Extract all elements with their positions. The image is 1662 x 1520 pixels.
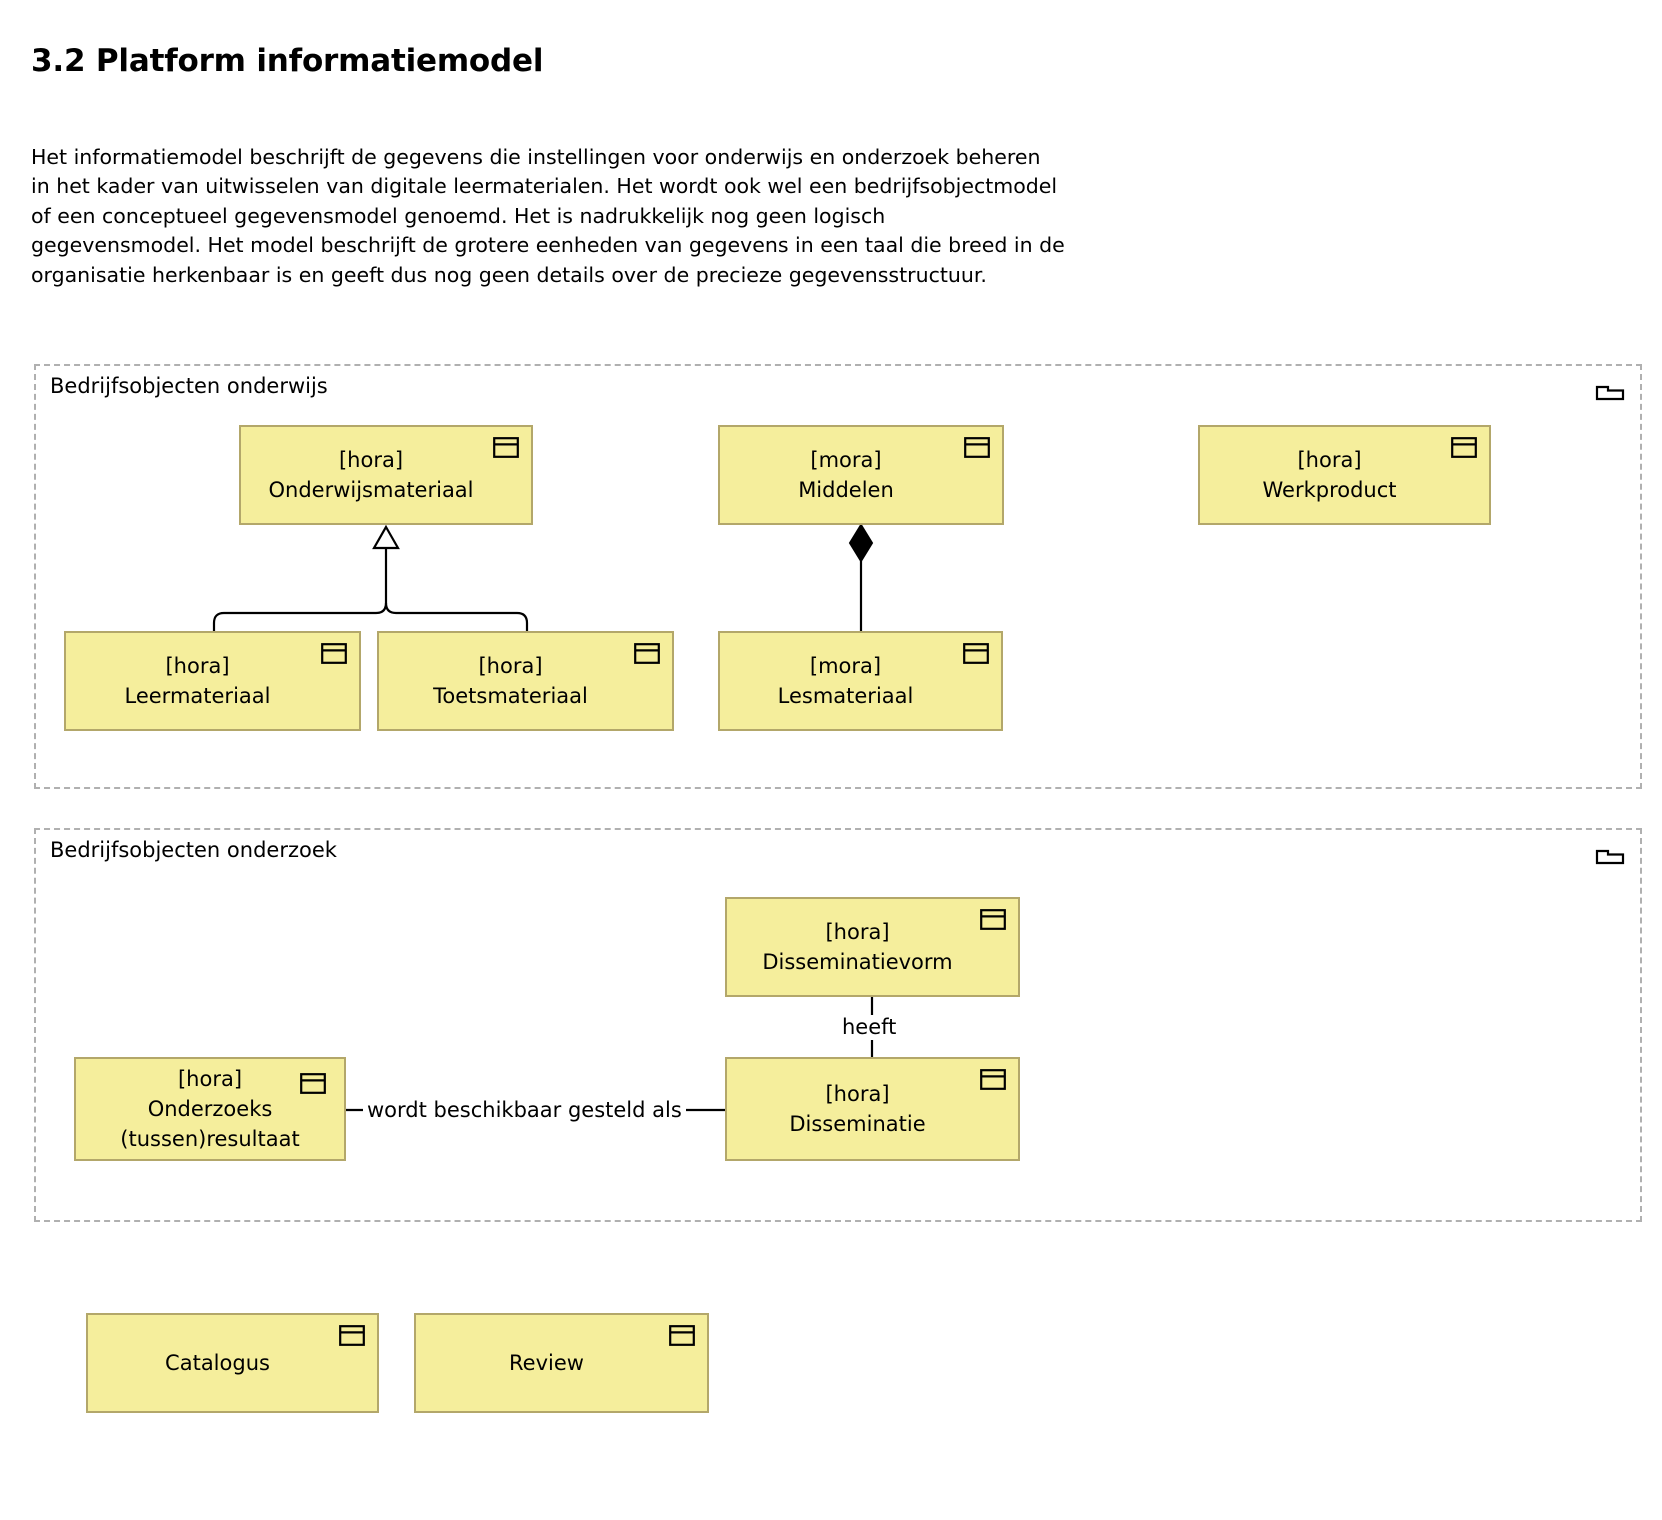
node-label: [hora] Onderwijsmateriaal [268,448,474,502]
node-label: Review [509,1351,584,1375]
group-bedrijfsobjecten-onderwijs[interactable]: Bedrijfsobjecten onderwijs [34,364,1642,789]
node-label: [hora] Leermateriaal [124,654,271,708]
node-label: Catalogus [165,1351,270,1375]
node-onderzoeks-tussenresultaat[interactable]: [hora] Onderzoeks (tussen)resultaat [74,1057,346,1161]
node-catalogus[interactable]: Catalogus [86,1313,379,1413]
intro-paragraph: Het informatiemodel beschrijft de gegeve… [31,144,1065,287]
business-object-icon [321,643,347,664]
business-object-icon [493,437,519,458]
folder-icon [1595,849,1625,865]
node-werkproduct[interactable]: [hora] Werkproduct [1198,425,1491,525]
edge-label-heeft: heeft [838,1015,901,1040]
node-leermateriaal[interactable]: [hora] Leermateriaal [64,631,361,731]
group-bedrijfsobjecten-onderzoek[interactable]: Bedrijfsobjecten onderzoek [34,828,1642,1222]
node-onderwijsmateriaal[interactable]: [hora] Onderwijsmateriaal [239,425,533,525]
composition-connector-middelen-lesmateriaal [848,523,874,633]
business-object-icon [669,1325,695,1346]
node-disseminatievorm[interactable]: [hora] Disseminatievorm [725,897,1020,997]
node-label: [hora] Disseminatievorm [762,920,953,974]
node-label: [mora] Lesmateriaal [777,654,914,708]
business-object-icon [339,1325,365,1346]
business-object-icon [1451,437,1477,458]
business-object-icon [980,909,1006,930]
edge-label-wordt-beschikbaar-gesteld-als: wordt beschikbaar gesteld als [363,1098,686,1123]
node-label: [hora] Disseminatie [789,1082,926,1136]
generalization-connector-onderwijsmateriaal [212,524,529,635]
page-title: 3.2 Platform informatiemodel [31,42,544,79]
node-toetsmateriaal[interactable]: [hora] Toetsmateriaal [377,631,674,731]
folder-icon [1595,385,1625,401]
group-title-onderzoek: Bedrijfsobjecten onderzoek [50,838,343,863]
node-label: [hora] Onderzoeks (tussen)resultaat [120,1067,300,1151]
node-label: [hora] Werkproduct [1262,448,1397,502]
business-object-icon [964,437,990,458]
business-object-icon [963,643,989,664]
node-lesmateriaal[interactable]: [mora] Lesmateriaal [718,631,1003,731]
node-review[interactable]: Review [414,1313,709,1413]
node-label: [hora] Toetsmateriaal [433,654,588,708]
node-label: [mora] Middelen [798,448,894,502]
business-object-icon [980,1069,1006,1090]
business-object-icon [634,643,660,664]
node-middelen[interactable]: [mora] Middelen [718,425,1004,525]
business-object-icon [300,1073,326,1094]
group-title-onderwijs: Bedrijfsobjecten onderwijs [50,374,334,399]
node-disseminatie[interactable]: [hora] Disseminatie [725,1057,1020,1161]
